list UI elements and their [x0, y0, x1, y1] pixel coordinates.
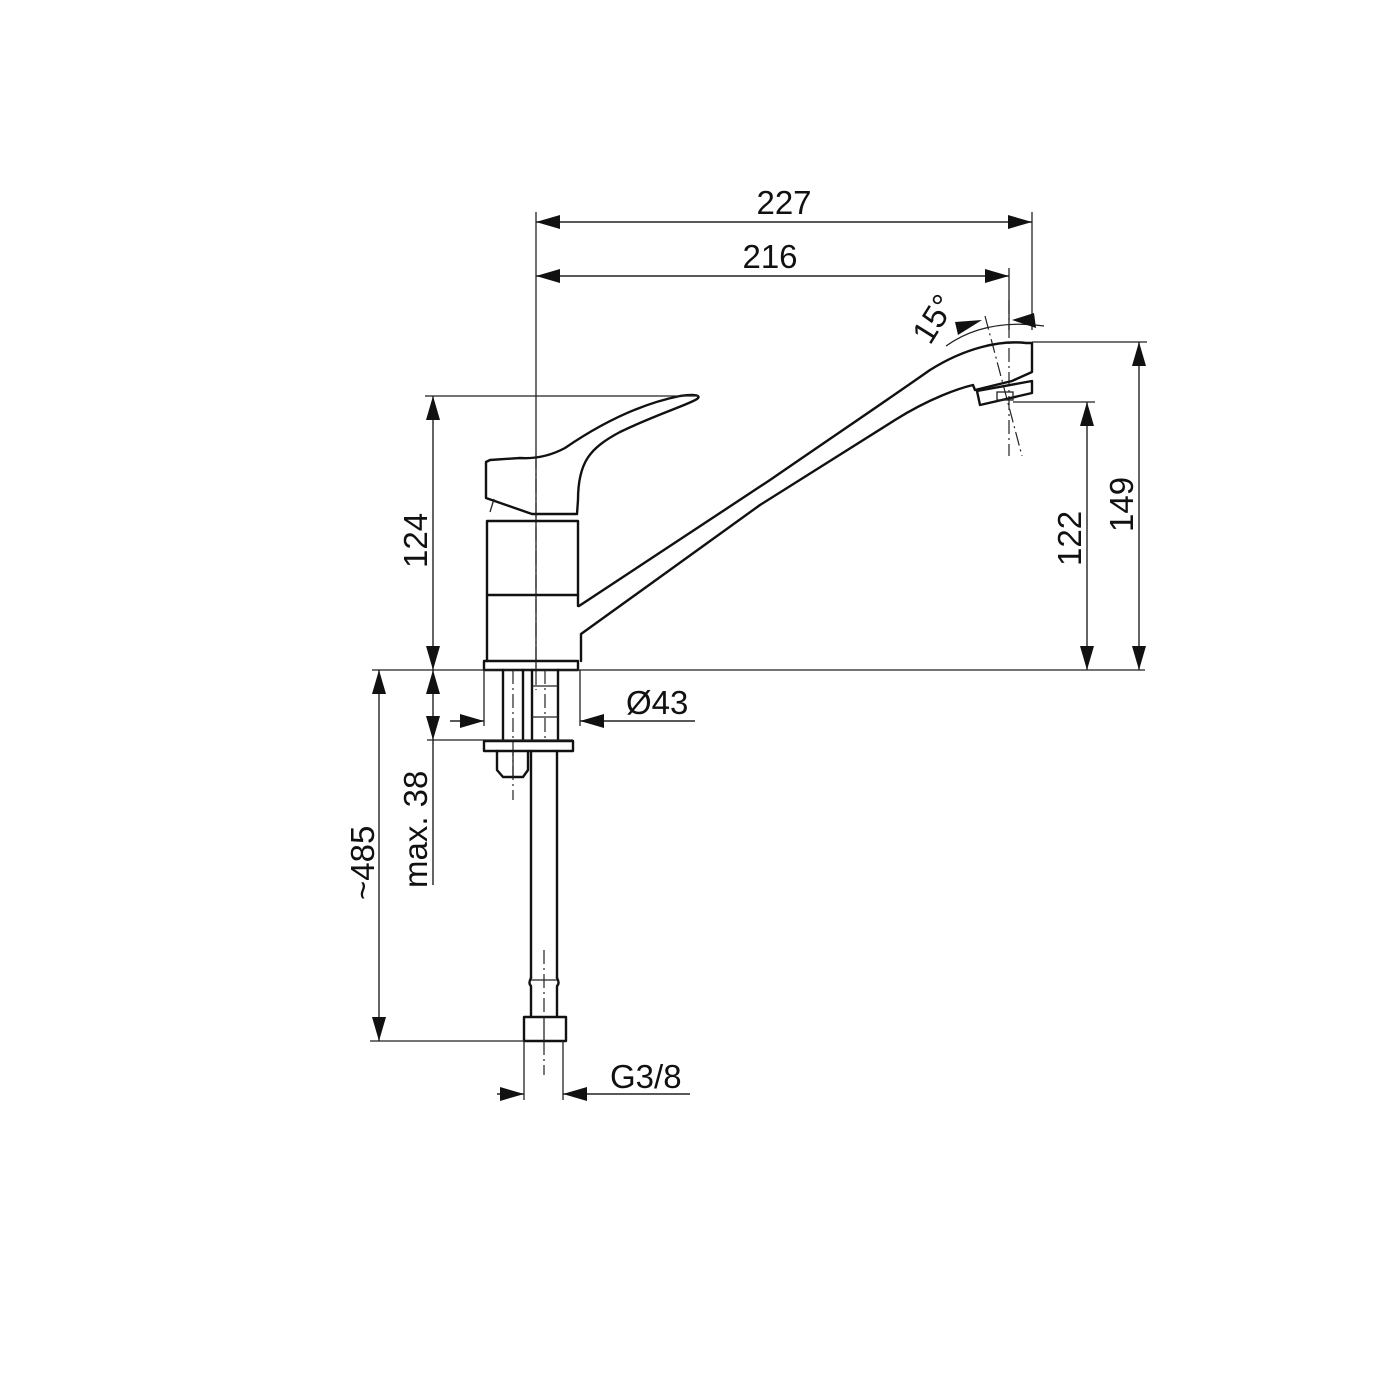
label-485: ~485 [344, 826, 381, 900]
label-g38: G3/8 [610, 1058, 682, 1095]
label-124: 124 [397, 513, 434, 568]
dimension-216: 216 [536, 238, 1010, 330]
lever-handle [484, 393, 700, 516]
label-diameter-43: Ø43 [626, 684, 688, 721]
dimension-g38: G3/8 [497, 1058, 690, 1101]
base-flange [482, 659, 580, 672]
mounting-hardware [482, 668, 575, 800]
dimension-diameter-43: Ø43 [450, 670, 695, 728]
faucet-body [482, 341, 1034, 690]
label-216: 216 [742, 238, 797, 275]
dimension-122: 122 [1013, 401, 1095, 670]
dimension-124: 124 [397, 395, 698, 670]
flexible-hose [522, 749, 568, 1100]
spout [577, 341, 1034, 663]
aerator [975, 379, 1034, 407]
dimension-149: 149 [1032, 341, 1147, 670]
dimension-485: ~485 [344, 670, 524, 1042]
dimension-max-38: max. 38 [397, 670, 573, 888]
label-149: 149 [1103, 477, 1140, 532]
label-122: 122 [1051, 511, 1088, 566]
body-ring [485, 519, 580, 597]
label-max-38: max. 38 [397, 771, 434, 888]
label-227: 227 [756, 184, 811, 221]
fixing-plate [482, 739, 575, 753]
hose-nut [522, 1015, 568, 1043]
